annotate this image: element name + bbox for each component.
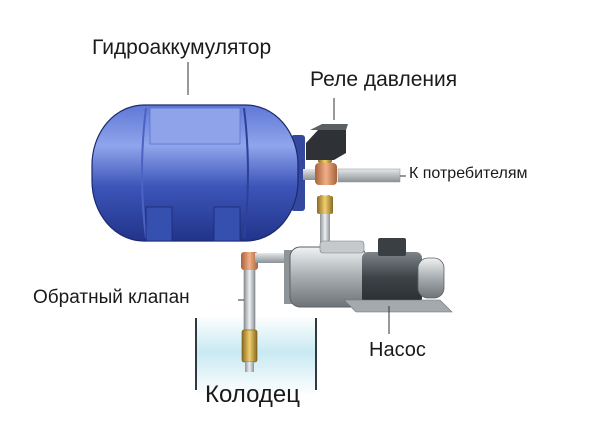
relay-body <box>306 130 346 160</box>
tank-outlet-pipe <box>303 169 321 180</box>
suction-horizontal-pipe <box>255 253 287 263</box>
motor-body <box>362 252 422 304</box>
pump-housing <box>289 246 367 308</box>
check-valve <box>241 329 258 363</box>
pump-top-cap <box>319 240 365 254</box>
tank-rib-left <box>141 107 147 239</box>
tank-label-plate <box>149 107 241 145</box>
suction-elbow <box>241 252 258 270</box>
check-valve-label: Обратный клапан <box>33 287 190 308</box>
tee-fitting <box>315 163 337 185</box>
pump-base <box>343 299 453 313</box>
tank-foot-right <box>213 206 241 242</box>
suction-pipe <box>243 261 256 331</box>
accumulator-label: Гидроаккумулятор <box>92 36 272 59</box>
pump <box>284 238 453 334</box>
consumer-pipe <box>337 168 401 183</box>
tank-rib-right <box>243 107 249 239</box>
brass-fitting-lower <box>317 196 333 214</box>
motor-terminal-box <box>378 238 406 256</box>
suction-line <box>238 252 287 372</box>
pump-label: Насос <box>369 339 426 361</box>
accumulator-tank <box>91 62 305 242</box>
relay-top <box>310 124 348 130</box>
motor-end-cap <box>417 257 445 299</box>
to-consumers-label: К потребителям <box>409 165 528 182</box>
riser-pipe <box>320 195 330 257</box>
tank-foot-left <box>145 206 173 242</box>
well-label: Колодец <box>205 381 300 408</box>
pressure-relay-label: Реле давления <box>310 68 458 91</box>
pressure-relay <box>306 98 348 160</box>
check-valve-intake <box>245 362 254 372</box>
